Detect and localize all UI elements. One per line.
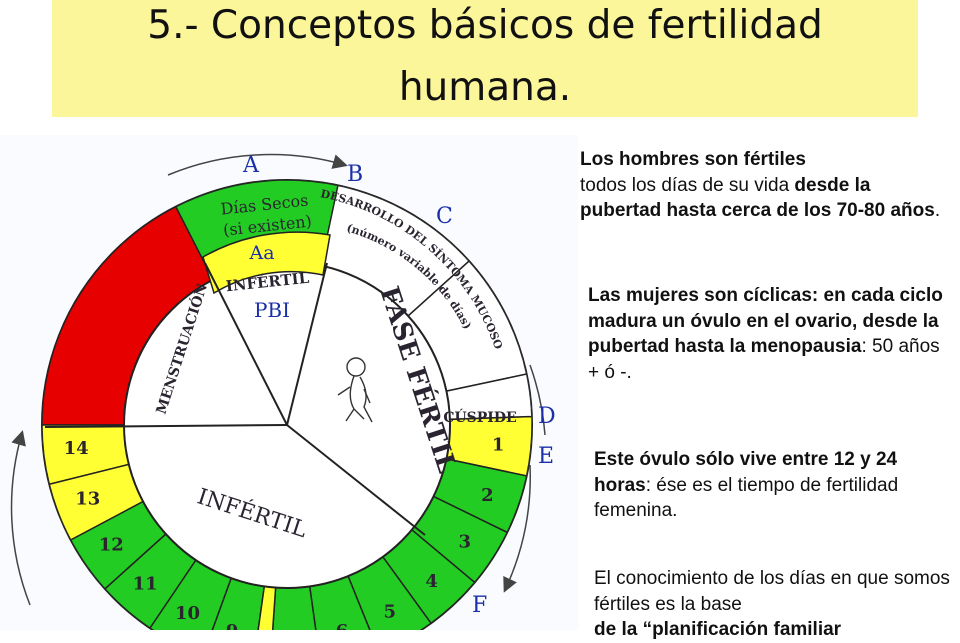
men-fertility-text-c: desde la pubertad hasta cerca de los 70-… xyxy=(580,174,935,222)
ovum-life-text-a: Este óvulo sólo vive entre 12 y 24 horas xyxy=(594,449,898,496)
arc-arrow-left xyxy=(10,430,31,606)
letter-b: B xyxy=(347,162,363,187)
sector-line-3 xyxy=(44,424,288,428)
pbi-label: PBI xyxy=(254,298,290,322)
baby-icon xyxy=(337,357,373,423)
ring-day-label-3: 3 xyxy=(459,531,472,552)
letter-d: D xyxy=(538,404,556,429)
letter-e: E xyxy=(538,444,554,469)
ring-day-label-5: 5 xyxy=(384,601,397,622)
sector-line-1 xyxy=(204,262,288,426)
ring-day-label-4: 4 xyxy=(425,571,438,592)
ring-day-label-12: 12 xyxy=(99,535,124,556)
arc-arrow-right xyxy=(503,464,531,593)
page-title-line-1: 5.- Conceptos básicos de fertilidad xyxy=(147,3,823,48)
fertility-cycle-svg: A B C D E F Días Secos (si existen) Aa I… xyxy=(10,153,556,643)
men-fertility-text: Los hombres son fértiles todos los días d… xyxy=(580,147,950,224)
title-banner: 5.- Conceptos básicos de fertilidad huma… xyxy=(52,0,918,117)
ring-day-label-13: 13 xyxy=(75,489,100,510)
ring-day-label-9: 9 xyxy=(226,621,239,630)
ring-day-label-11: 11 xyxy=(133,574,158,595)
ring-day-label-1: 1 xyxy=(492,434,505,455)
men-fertility-text-b: todos los días de su vida xyxy=(580,174,795,196)
fertility-cycle-diagram: A B C D E F Días Secos (si existen) Aa I… xyxy=(0,135,578,643)
ring-segments xyxy=(42,180,532,643)
page-title-line-2: humana. xyxy=(398,65,572,110)
men-fertility-text-d: . xyxy=(934,200,941,221)
women-cycle-text-b: : 50 años + ó -. xyxy=(588,336,940,383)
ring-day-label-14: 14 xyxy=(64,438,89,459)
sector-line-4 xyxy=(286,424,426,536)
ring-day-label-6: 6 xyxy=(336,621,349,630)
letter-f: F xyxy=(472,593,487,618)
ovum-life-text: Este óvulo sólo vive entre 12 y 24 horas… xyxy=(594,447,954,524)
cuspide-label: CÚSPIDE xyxy=(443,408,516,426)
knowledge-text: El conocimiento de los días en que somos… xyxy=(594,566,954,643)
knowledge-text-a: El conocimiento de los días en que somos… xyxy=(594,568,950,615)
aa-band xyxy=(202,231,331,295)
arc-arrow-top xyxy=(167,153,348,176)
letter-c: C xyxy=(436,204,453,229)
ovum-life-text-b: : ése es el tiempo de fertilidad femenin… xyxy=(594,474,899,522)
women-cycle-text: Las mujeres son cíclicas: en cada ciclo … xyxy=(588,283,948,385)
sector-line-2 xyxy=(286,262,328,426)
ring-day-label-10: 10 xyxy=(175,603,200,624)
men-fertility-text-a: Los hombres son fértiles xyxy=(580,149,806,170)
aa-label: Aa xyxy=(248,242,274,264)
letter-a: A xyxy=(242,153,260,178)
arc-line-d xyxy=(529,364,546,436)
women-cycle-text-a: Las mujeres son cíclicas: en cada ciclo … xyxy=(588,285,943,357)
ring-day-label-2: 2 xyxy=(481,485,494,506)
